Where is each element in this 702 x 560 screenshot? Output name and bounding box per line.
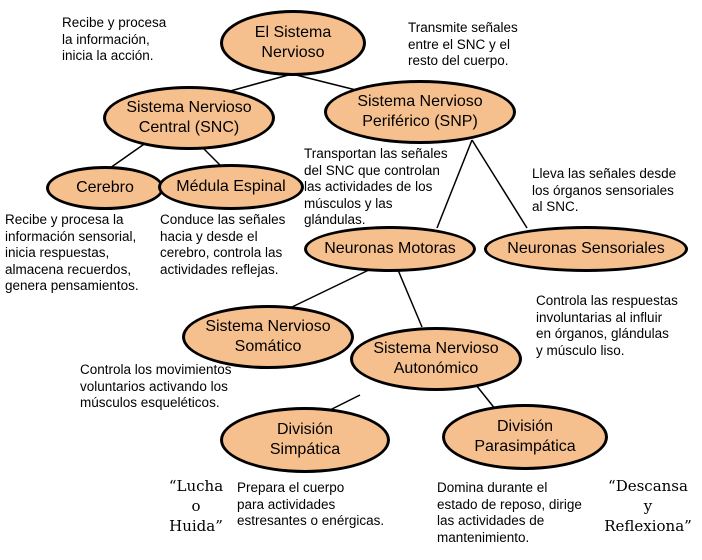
node-neuronas-sensoriales: Neuronas Sensoriales: [484, 226, 688, 272]
node-sistema-nervioso: El Sistema Nervioso: [220, 10, 366, 76]
quote-descansa-y-reflexiona: “Descansa y Reflexiona”: [604, 477, 692, 535]
node-snp: Sistema Nervioso Periférico (SNP): [324, 80, 516, 144]
note-medula: Conduce las señales hacia y desde el cer…: [160, 212, 286, 277]
note-snc: Recibe y procesa la información, inicia …: [62, 15, 167, 63]
note-somatico: Controla los movimientos voluntarios act…: [80, 362, 232, 410]
node-medula-espinal: Médula Espinal: [158, 164, 304, 210]
link-snp-motoras: [436, 139, 473, 229]
note-simpatica: Prepara el cuerpo para actividades estre…: [237, 480, 385, 528]
note-neuronas-motoras: Transportan las señales del SNC que cont…: [304, 146, 448, 227]
note-neuronas-sensoriales: Lleva las señales desde los órganos sens…: [532, 166, 677, 214]
link-motoras-somatico: [291, 266, 376, 308]
node-cerebro: Cerebro: [46, 166, 164, 210]
link-motoras-autonomico: [397, 269, 423, 328]
note-cerebro: Recibe y procesa la información sensoria…: [5, 212, 139, 293]
node-snc: Sistema Nervioso Central (SNC): [103, 86, 275, 150]
quote-lucha-o-huida: “Lucha o Huida”: [168, 477, 224, 535]
note-autonomico: Controla las respuestas involuntarias al…: [536, 293, 678, 358]
node-parasimpatica: División Parasimpática: [442, 404, 608, 470]
node-autonomico: Sistema Nervioso Autonómico: [350, 327, 522, 391]
link-snp-sensoriales: [471, 139, 528, 229]
node-neuronas-motoras: Neuronas Motoras: [304, 226, 476, 272]
node-somatico: Sistema Nervioso Somático: [182, 305, 354, 369]
node-simpatica: División Simpática: [220, 407, 390, 473]
note-parasimpatica: Domina durante el estado de reposo, diri…: [437, 480, 582, 545]
note-snp: Transmite señales entre el SNC y el rest…: [408, 20, 518, 68]
